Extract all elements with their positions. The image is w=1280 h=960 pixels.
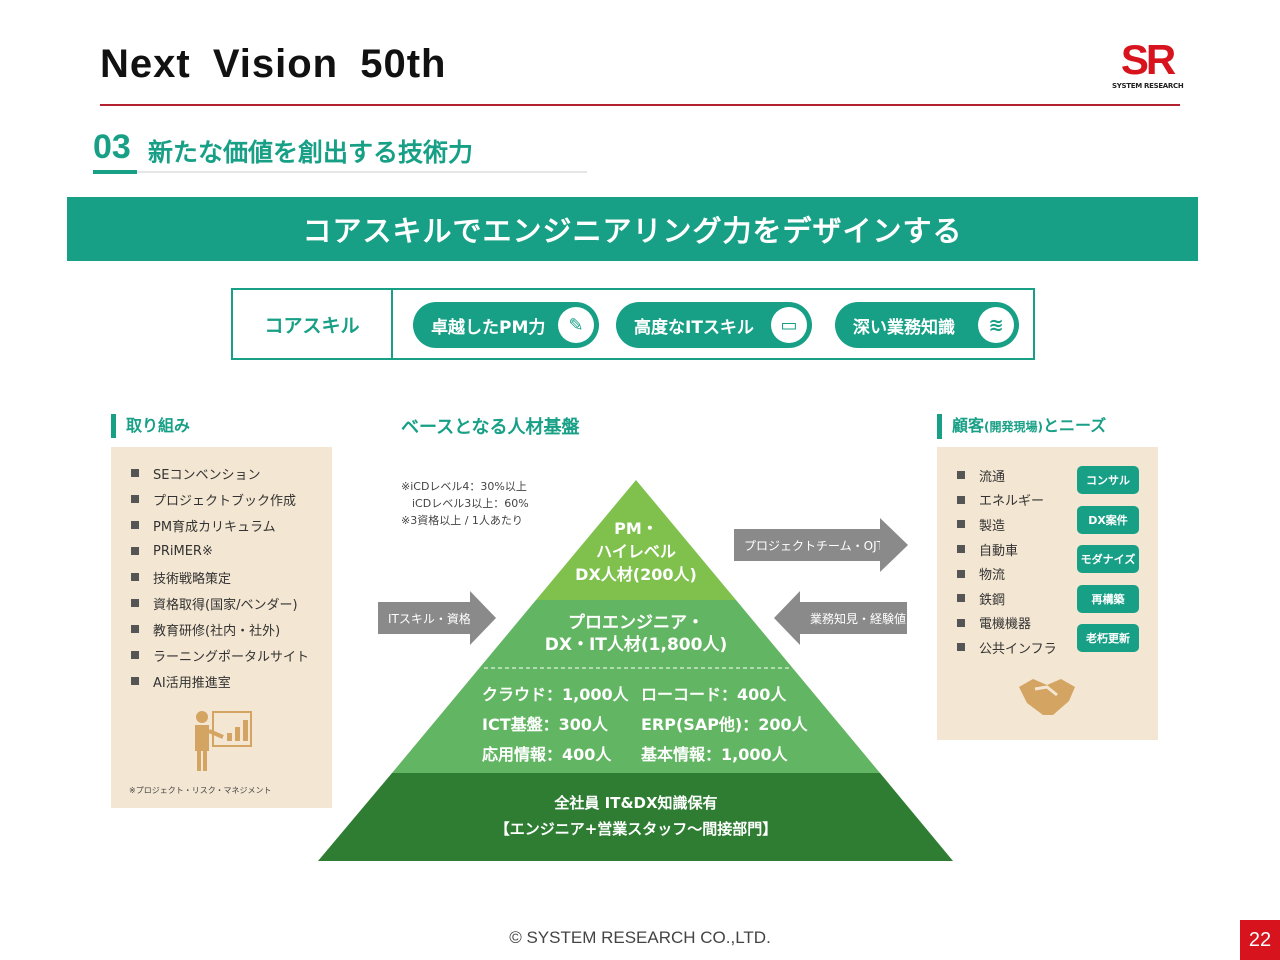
pyramid-middle-text: プロエンジニア・DX・IT人材(1,800人): [544, 613, 728, 655]
skill-pm: 卓越したPM力✎: [413, 302, 599, 348]
core-skills-panel: コアスキル 卓越したPM力✎ 高度なITスキル▭ 深い業務知識≋: [231, 288, 1035, 360]
customer-item: エネルギー: [937, 488, 1158, 513]
pyramid-bottom-layer: [318, 773, 953, 861]
header-divider: [100, 104, 1180, 106]
slide-title: Next Vision 50th: [100, 42, 447, 86]
customer-item: 製造: [937, 512, 1158, 537]
initiative-item: プロジェクトブック作成: [111, 486, 332, 512]
presenter-icon: [195, 711, 252, 771]
arrow-it-skills: ITスキル・資格: [378, 591, 496, 645]
skill-business: 深い業務知識≋: [835, 302, 1019, 348]
initiative-item: PRiMER※: [111, 538, 332, 564]
initiative-item: AI活用推進室: [111, 668, 332, 694]
section-title: 新たな価値を創出する技術力: [148, 138, 474, 167]
laptop-icon: ▭: [771, 307, 807, 343]
handshake-icon: [1019, 679, 1075, 715]
need-tag: 老朽更新: [1077, 624, 1139, 652]
pencil-icon: ✎: [558, 307, 594, 343]
footer-copyright: © SYSTEM RESEARCH CO.,LTD.: [509, 928, 771, 947]
customer-item: 公共インフラ: [937, 635, 1158, 660]
customers-heading: 顧客(開発現場)とニーズ: [937, 414, 1106, 439]
core-skills-label: コアスキル: [233, 290, 393, 358]
section-number: 03: [93, 128, 131, 166]
customers-box: 流通エネルギー製造自動車物流鉄鋼電機機器公共インフラ コンサル DX案件モダナイズ…: [937, 447, 1158, 740]
banner: コアスキルでエンジニアリング力をデザインする: [67, 197, 1198, 261]
pyramid-middle-layer: [392, 600, 880, 773]
customer-item: 自動車: [937, 537, 1158, 562]
customer-item: 流通: [937, 463, 1158, 488]
initiative-item: 資格取得(国家/ベンダー): [111, 590, 332, 616]
customer-item: 鉄鋼: [937, 586, 1158, 611]
customer-item: 電機機器: [937, 611, 1158, 636]
pyramid-top-layer: [536, 480, 736, 600]
arrow-project-team: プロジェクトチーム・OJT: [734, 518, 908, 572]
skill-it: 高度なITスキル▭: [616, 302, 812, 348]
need-tag: DX案件: [1077, 505, 1139, 534]
section-rule: [137, 171, 587, 173]
page-number: 22: [1240, 920, 1280, 960]
pyramid-bottom-text: 全社員 IT&DX知識保有【エンジニア+営業スタッフ〜間接部門】: [494, 794, 778, 838]
section-underline: [93, 170, 137, 174]
foundation-notes: ※iCDレベル4：30%以上 iCDレベル3以上：60%※3資格以上 / 1人あ…: [401, 480, 529, 527]
initiative-item: SEコンベンション: [111, 460, 332, 486]
need-tag: コンサル: [1077, 466, 1139, 494]
need-tag: モダナイズ: [1077, 545, 1139, 573]
initiatives-heading: 取り組み: [111, 414, 190, 438]
initiative-item: PM育成カリキュラム: [111, 512, 332, 538]
initiatives-note: ※プロジェクト・リスク・マネジメント: [129, 786, 272, 795]
customer-item: 物流: [937, 561, 1158, 586]
foundation-heading: ベースとなる人材基盤: [401, 417, 580, 438]
arrow-business-knowledge: 業務知見・経験値: [774, 591, 907, 645]
initiative-item: 教育研修(社内・社外): [111, 616, 332, 642]
need-tag: 再構築: [1077, 584, 1139, 613]
stack-icon: ≋: [978, 307, 1014, 343]
initiative-item: 技術戦略策定: [111, 564, 332, 590]
initiative-item: ラーニングポータルサイト: [111, 642, 332, 668]
